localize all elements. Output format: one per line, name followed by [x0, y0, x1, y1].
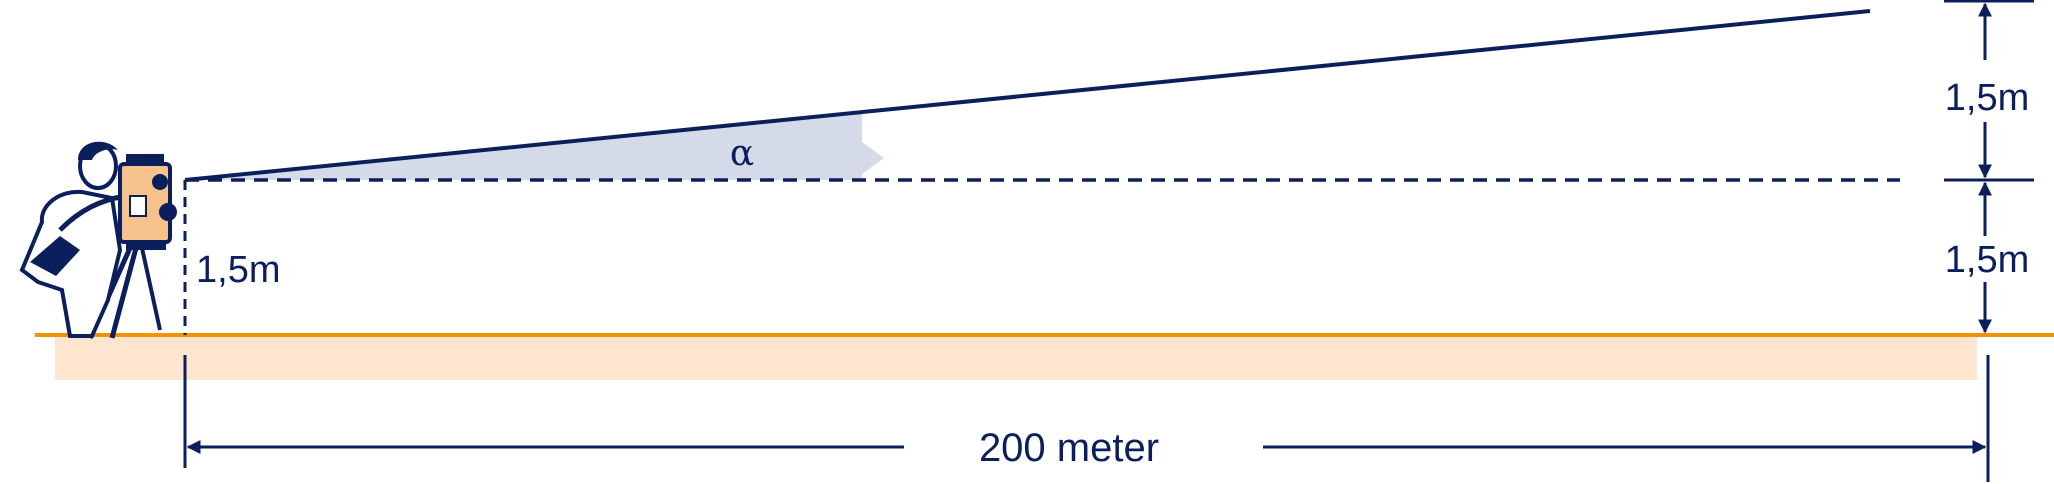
- distance-label: 200 meter: [979, 426, 1159, 470]
- surveyor-with-total-station-icon: [19, 141, 177, 340]
- upper-height-label: 1,5m: [1945, 77, 2029, 119]
- lower-height-label: 1,5m: [1945, 239, 2029, 281]
- angle-label: α: [730, 133, 754, 174]
- ground-band: [55, 336, 1977, 380]
- instrument-height-label: 1,5m: [196, 249, 280, 291]
- sight-line: [184, 9, 1871, 182]
